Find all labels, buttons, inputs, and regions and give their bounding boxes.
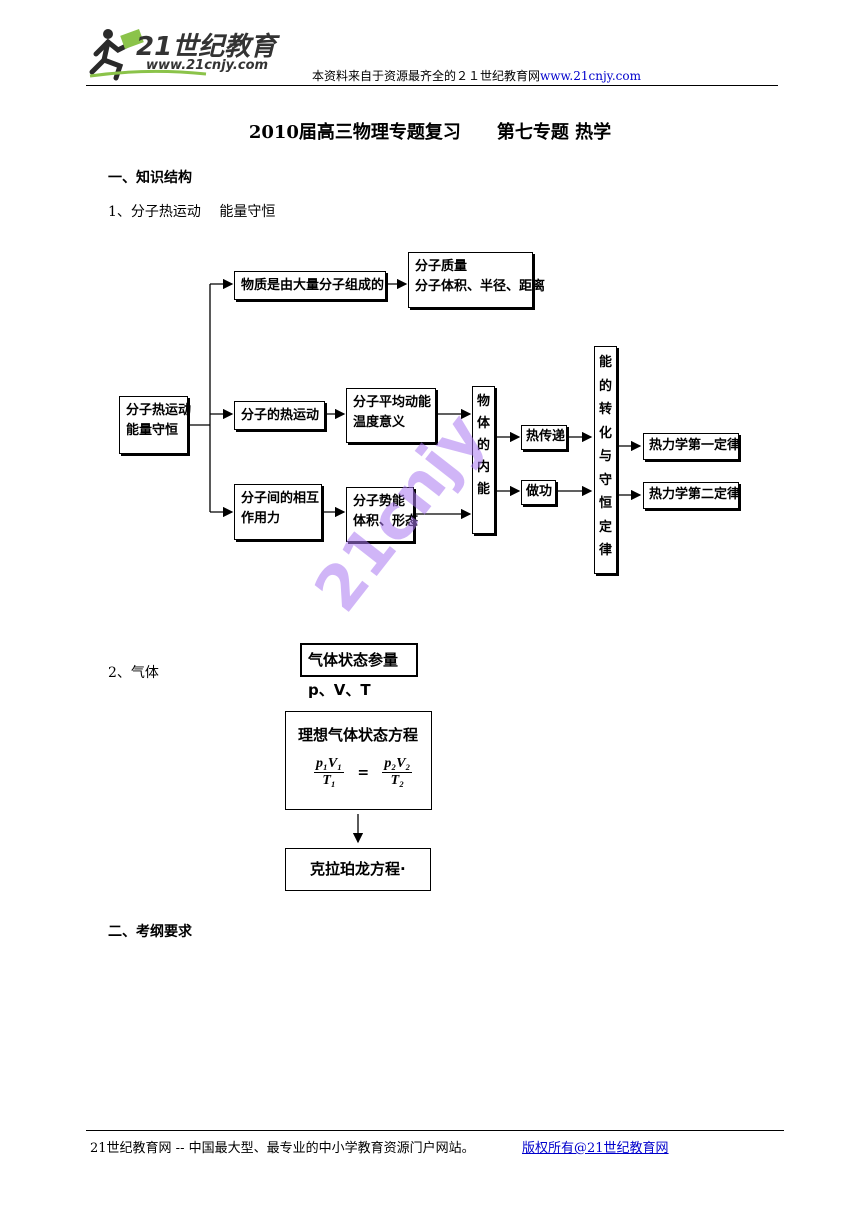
runner-logo-icon: [89, 29, 207, 81]
node-text: 能量守恒: [126, 423, 179, 438]
node-char: 守: [598, 472, 612, 488]
node-text: 热传递: [526, 429, 566, 444]
node-potential-energy: 分子势能 体积、形态: [346, 487, 419, 542]
node-matter-composition: 物质是由大量分子组成的: [234, 271, 386, 300]
node-text: 温度意义: [353, 415, 406, 430]
node-text: 做功: [526, 484, 553, 499]
node-text: 分子热运动: [126, 403, 192, 418]
node-char: 化: [598, 425, 612, 441]
node-text: 热力学第一定律: [649, 438, 741, 453]
source-url-link[interactable]: www.21cnjy.com: [540, 69, 641, 83]
node-char: 的: [598, 378, 612, 394]
node-char: 转: [598, 402, 612, 417]
node-text: 热力学第二定律: [649, 487, 741, 502]
site-logo: [86, 24, 286, 82]
node-text: 分子平均动能: [353, 395, 432, 410]
node-char: 与: [598, 449, 612, 464]
subsection-gas: 2、气体: [108, 665, 159, 681]
node-char: 定: [598, 519, 612, 535]
node-char: 物: [476, 394, 490, 409]
section-heading-syllabus: 二、考纲要求: [108, 924, 192, 940]
node-clapeyron-equation: 克拉珀龙方程·: [285, 848, 431, 891]
node-text: 作用力: [241, 511, 281, 526]
node-text: 气体状态参量p、V、T: [308, 651, 399, 699]
node-first-law: 热力学第一定律: [643, 433, 741, 460]
node-text: 分子质量: [415, 259, 468, 274]
ideal-gas-formula: p₁V₁ T₁ = p₂V₂ T₂: [314, 756, 413, 789]
node-energy-conservation: 能 的 转 化 与 守 恒 定 律: [594, 346, 617, 574]
node-char: 的: [476, 438, 490, 453]
node-thermal-motion: 分子的热运动: [234, 401, 325, 430]
node-heat-transfer: 热传递: [521, 425, 567, 450]
node-text: 体积、形态: [353, 514, 419, 529]
node-char: 恒: [598, 496, 612, 511]
header-divider: [86, 85, 778, 86]
node-gas-state-params: 气体状态参量p、V、T: [300, 643, 418, 699]
node-internal-energy: 物 体 的 内 能: [472, 386, 495, 534]
header-source-note: 本资料来自于资源最齐全的２１世纪教育网www.21cnjy.com: [312, 67, 641, 84]
denominator: T₁: [322, 773, 336, 788]
node-char: 能: [476, 482, 490, 497]
numerator: p₁V₁: [314, 756, 345, 773]
node-text: 物质是由大量分子组成的: [241, 278, 385, 293]
source-text: 本资料来自于资源最齐全的２１世纪教育网: [312, 69, 541, 83]
fraction-left: p₁V₁ T₁: [314, 756, 345, 789]
fraction-right: p₂V₂ T₂: [382, 756, 413, 789]
node-char: 能: [598, 355, 612, 370]
denominator: T₂: [390, 773, 405, 788]
numerator: p₂V₂: [382, 756, 413, 773]
document-title: 2010届高三物理专题复习 第七专题 热学: [248, 122, 612, 143]
logo-url: www.21cnjy.com: [146, 58, 269, 73]
ideal-gas-title: 理想气体状态方程: [298, 726, 419, 744]
node-interaction-force: 分子间的相互 作用力: [234, 484, 322, 540]
node-char: 体: [476, 416, 490, 431]
footer-divider: [86, 1130, 784, 1131]
node-text: 克拉珀龙方程·: [310, 860, 406, 878]
node-text: 分子势能: [353, 494, 406, 509]
node-text: 分子间的相互: [241, 491, 320, 506]
subsection-molecular-motion: 1、分子热运动 能量守恒: [108, 204, 276, 220]
copyright-link[interactable]: 版权所有@21世纪教育网: [522, 1141, 669, 1156]
section-heading-structure: 一、知识结构: [108, 170, 192, 186]
node-molecular-motion-root: 分子热运动 能量守恒: [119, 396, 192, 454]
node-ideal-gas-equation: 理想气体状态方程 p₁V₁ T₁ = p₂V₂ T₂: [285, 711, 432, 810]
node-char: 律: [598, 543, 612, 558]
node-char: 内: [476, 460, 490, 475]
node-text: 分子体积、半径、距离: [415, 279, 546, 294]
node-kinetic-energy: 分子平均动能 温度意义: [346, 388, 436, 443]
node-work: 做功: [521, 480, 556, 505]
equals-sign: =: [357, 764, 370, 781]
node-second-law: 热力学第二定律: [643, 482, 741, 509]
node-molecular-mass: 分子质量 分子体积、半径、距离: [408, 252, 546, 308]
logo-title: 21世纪教育: [136, 32, 277, 62]
footer-text: 21世纪教育网 -- 中国最大型、最专业的中小学教育资源门户网站。: [90, 1141, 475, 1156]
node-text: 分子的热运动: [241, 408, 320, 423]
